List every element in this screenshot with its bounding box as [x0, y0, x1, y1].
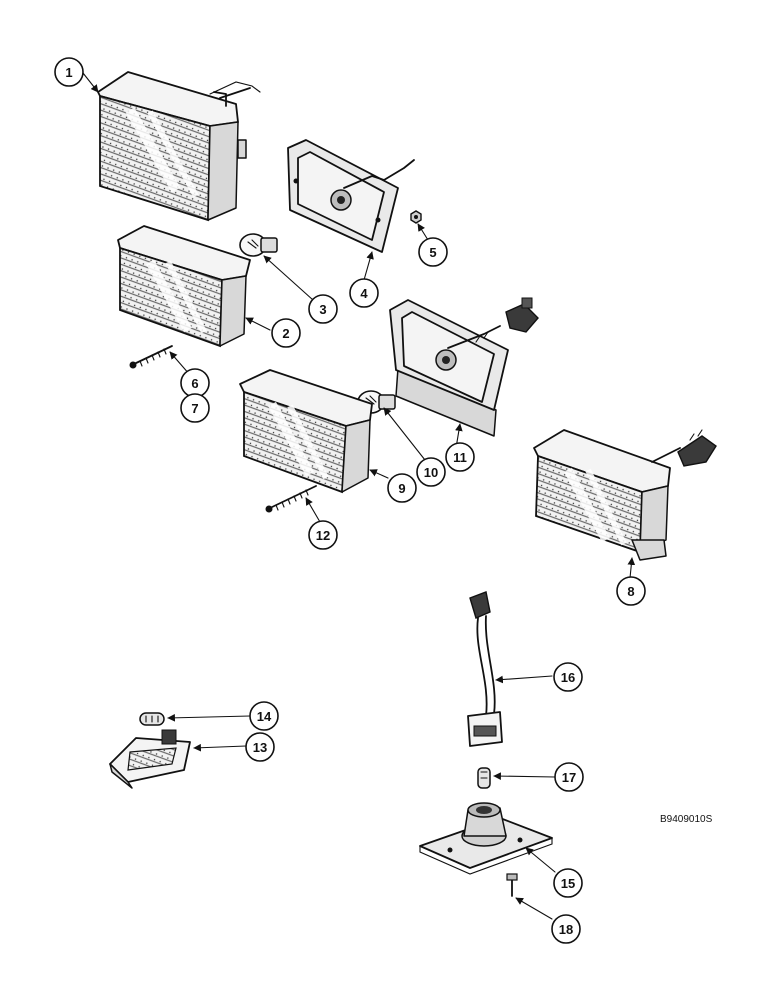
callout-3-label: 3 — [319, 302, 326, 317]
callout-6-label: 6 — [191, 376, 198, 391]
callout-4: 4 — [349, 278, 379, 308]
callout-15: 15 — [553, 868, 583, 898]
lamp-8 — [533, 429, 717, 561]
callout-10-label: 10 — [424, 465, 438, 480]
callout-13-label: 13 — [253, 740, 267, 755]
callout-1: 1 — [54, 57, 84, 87]
interior-lamp-13 — [109, 729, 191, 789]
bulb-17 — [477, 767, 491, 789]
callout-9: 9 — [387, 473, 417, 503]
figure-code: B9409010S — [660, 814, 713, 825]
callout-14-label: 14 — [257, 709, 272, 724]
gasket-11 — [389, 297, 539, 437]
callout-13: 13 — [245, 732, 275, 762]
callout-5: 5 — [418, 237, 448, 267]
callout-2-label: 2 — [282, 326, 289, 341]
harness-16 — [467, 591, 503, 747]
callout-15-label: 15 — [561, 876, 575, 891]
callout-17: 17 — [554, 762, 584, 792]
lamp-assembly-1 — [97, 71, 261, 222]
callout-9-label: 9 — [398, 481, 405, 496]
callout-12: 12 — [308, 520, 338, 550]
callout-4-label: 4 — [360, 286, 368, 301]
callout-11: 11 — [445, 442, 475, 472]
gasket-4 — [287, 139, 415, 253]
bulb-3 — [239, 233, 278, 257]
screw-12 — [265, 485, 317, 513]
screw-18 — [506, 873, 518, 897]
lamp-2 — [117, 225, 251, 348]
callout-16-label: 16 — [561, 670, 575, 685]
callout-18-label: 18 — [559, 922, 573, 937]
callout-3: 3 — [308, 294, 338, 324]
bulb-14 — [139, 712, 165, 726]
callout-10: 10 — [416, 457, 446, 487]
socket-plate-15 — [419, 802, 553, 875]
callout-11-label: 11 — [453, 450, 467, 465]
callout-8-label: 8 — [627, 584, 634, 599]
callout-8: 8 — [616, 576, 646, 606]
nut-5 — [410, 210, 422, 224]
callout-16: 16 — [553, 662, 583, 692]
callout-14: 14 — [249, 701, 279, 731]
callout-1-label: 1 — [65, 65, 72, 80]
callout-12-label: 12 — [316, 528, 330, 543]
callout-5-label: 5 — [429, 245, 436, 260]
callout-17-label: 17 — [562, 770, 576, 785]
lamp-9 — [239, 369, 373, 494]
callout-7-label: 7 — [191, 401, 198, 416]
screw-6-7 — [129, 345, 173, 369]
callout-18: 18 — [551, 914, 581, 944]
callout-7: 7 — [180, 393, 210, 423]
callout-6: 6 — [180, 368, 210, 398]
callout-2: 2 — [271, 318, 301, 348]
